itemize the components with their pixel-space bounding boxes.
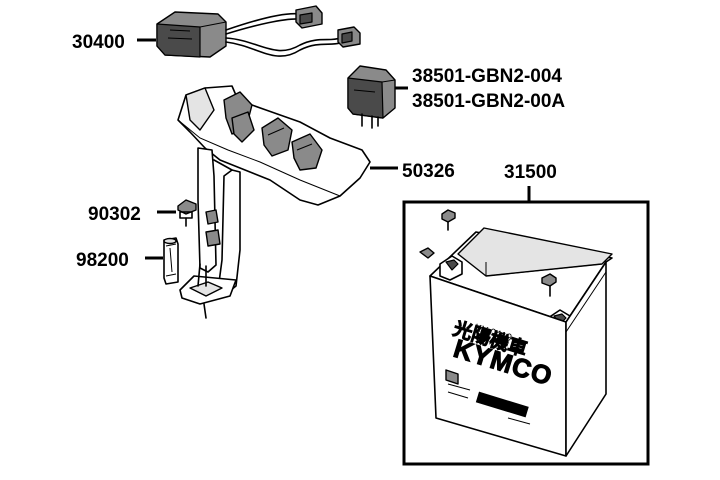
relay-icon [347,65,396,129]
battery-icon: KY 0410 光陽機車 KYMCO YTZ4S-BS [419,209,613,457]
battery-bracket-icon [177,85,371,319]
part-label-bolt: 90302 [88,204,141,225]
wire-harness-icon [156,5,361,58]
part-label-relay-a: 38501-GBN2-004 [412,66,562,87]
part-label-fuse: 98200 [76,250,129,271]
fuse-icon [163,237,179,285]
part-label-battery: 31500 [504,162,557,183]
battery-frame [402,200,650,466]
part-label-relay-b: 38501-GBN2-00A [412,91,565,112]
part-label-harness: 30400 [72,32,125,53]
bolt-icon [177,199,197,227]
part-label-bracket: 50326 [402,161,455,182]
